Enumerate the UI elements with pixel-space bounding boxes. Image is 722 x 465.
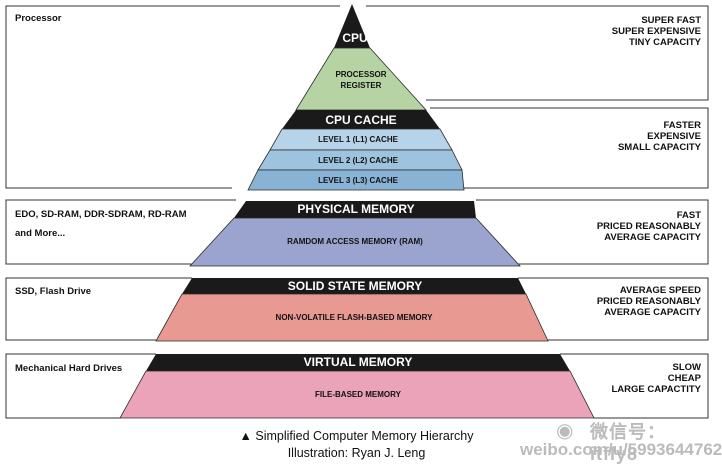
tier-3-right-line-1: PRICED REASONABLY bbox=[596, 296, 701, 307]
tier-2-shape bbox=[189, 201, 521, 267]
tier-1-title: CPU CACHE bbox=[325, 113, 397, 127]
tier-2-right-line-2: AVERAGE CAPACITY bbox=[604, 232, 701, 243]
tier-1-right-line-0: FASTER bbox=[663, 120, 701, 131]
tier-2-left-line-0: EDO, SD-RAM, DDR-SDRAM, RD-RAM bbox=[15, 209, 187, 220]
tier-4-right-line-2: LARGE CAPACTITY bbox=[611, 384, 701, 395]
tier-1-right-line-1: EXPENSIVE bbox=[647, 131, 701, 142]
tier-4-body bbox=[119, 370, 595, 419]
tier-3-left-line-0: SSD, Flash Drive bbox=[15, 286, 92, 297]
tier-0-right-line-1: SUPER EXPENSIVE bbox=[611, 26, 701, 37]
tier-3-header bbox=[182, 278, 526, 294]
tier-4-title: VIRTUAL MEMORY bbox=[303, 355, 413, 369]
tier-2-right-line-0: FAST bbox=[676, 210, 701, 221]
tier-4-shape bbox=[119, 354, 595, 419]
tier-0-right-box bbox=[366, 5, 709, 101]
tier-3-right-line-2: AVERAGE CAPACITY bbox=[604, 307, 701, 318]
tier-4-sub: FILE-BASED MEMORY bbox=[315, 390, 401, 399]
tier-2-header bbox=[234, 201, 476, 218]
tier-0-right-line-0: SUPER FAST bbox=[641, 15, 701, 26]
tier-2-left-label: EDO, SD-RAM, DDR-SDRAM, RD-RAM and More.… bbox=[15, 206, 187, 242]
tier-1-right-box bbox=[430, 107, 709, 189]
watermark-line-2: weibo.com/u/5993644762 bbox=[520, 440, 722, 459]
tier-1-right-line-2: SMALL CAPACITY bbox=[617, 142, 701, 153]
tier-3-left-label: SSD, Flash Drive bbox=[15, 283, 91, 300]
watermark-line-1: 微信号：itfly8 bbox=[590, 422, 666, 464]
tier-0-left-box bbox=[5, 5, 340, 189]
tier-0-sub-line-0: PROCESSOR bbox=[335, 70, 387, 79]
tier-0-shape bbox=[295, 4, 427, 111]
tier-0-sub: PROCESSOR REGISTER bbox=[296, 69, 426, 91]
tier-0-left-line-0: Processor bbox=[15, 13, 62, 24]
tier-4-left-label: Mechanical Hard Drives bbox=[15, 360, 122, 377]
tier-1-sub-l1: LEVEL 1 (L1) CACHE bbox=[318, 135, 398, 144]
tier-3-left-box bbox=[5, 277, 192, 341]
tier-1-sub-l2: LEVEL 2 (L2) CACHE bbox=[318, 156, 398, 165]
tier-boxes bbox=[5, 5, 709, 419]
tier-4-right-box bbox=[560, 353, 709, 419]
tier-2-right-line-1: PRICED REASONABLY bbox=[596, 221, 701, 232]
tier-0-left-label: Processor bbox=[15, 10, 61, 27]
tier-2-right-box bbox=[476, 199, 709, 265]
tier-3-sub: NON-VOLATILE FLASH-BASED MEMORY bbox=[275, 313, 433, 322]
tier-3-shape bbox=[155, 278, 549, 342]
tier-0-right-label: SUPER FAST SUPER EXPENSIVE TINY CAPACITY bbox=[612, 15, 701, 48]
tier-3-title: SOLID STATE MEMORY bbox=[287, 279, 423, 293]
tier-1-header bbox=[282, 110, 440, 129]
tier-3-body bbox=[155, 293, 549, 342]
tier-3-right-box bbox=[518, 277, 709, 341]
tier-4-right-line-0: SLOW bbox=[672, 362, 702, 373]
tier-2-left-box bbox=[5, 199, 236, 265]
caption-line-1: ▲ Simplified Computer Memory Hierarchy bbox=[239, 429, 474, 443]
tier-3-right-line-0: AVERAGE SPEED bbox=[619, 285, 701, 296]
tier-0-title: CPU bbox=[342, 31, 368, 45]
tier-4-right-label: SLOW CHEAP LARGE CAPACTITY bbox=[611, 362, 701, 395]
tier-1-shape bbox=[247, 110, 465, 191]
tier-2-title: PHYSICAL MEMORY bbox=[297, 202, 415, 216]
tier-0-header-fill bbox=[334, 4, 370, 48]
tier-2-left-line-1: and More... bbox=[15, 228, 66, 239]
tier-2-body bbox=[189, 217, 521, 267]
tier-1-sub-l3: LEVEL 3 (L3) CACHE bbox=[318, 176, 398, 185]
tier-2-sub: RAMDOM ACCESS MEMORY (RAM) bbox=[287, 237, 423, 246]
tier-1-right-label: FASTER EXPENSIVE SMALL CAPACITY bbox=[618, 120, 701, 153]
tier-0-right-line-2: TINY CAPACITY bbox=[629, 37, 701, 48]
tier-1-l3 bbox=[247, 169, 465, 191]
caption-line-2: Illustration: Ryan J. Leng bbox=[287, 446, 426, 460]
tier-4-left-box bbox=[5, 353, 156, 419]
tier-4-right-line-1: CHEAP bbox=[667, 373, 701, 384]
tier-2-right-label: FAST PRICED REASONABLY AVERAGE CAPACITY bbox=[597, 210, 701, 243]
tier-4-header bbox=[146, 354, 570, 371]
tier-3-right-label: AVERAGE SPEED PRICED REASONABLY AVERAGE … bbox=[597, 285, 701, 318]
tier-4-left-line-0: Mechanical Hard Drives bbox=[15, 363, 123, 374]
weibo-logo-icon: ◉ bbox=[556, 420, 574, 442]
tier-0-sub-line-1: REGISTER bbox=[340, 81, 382, 90]
